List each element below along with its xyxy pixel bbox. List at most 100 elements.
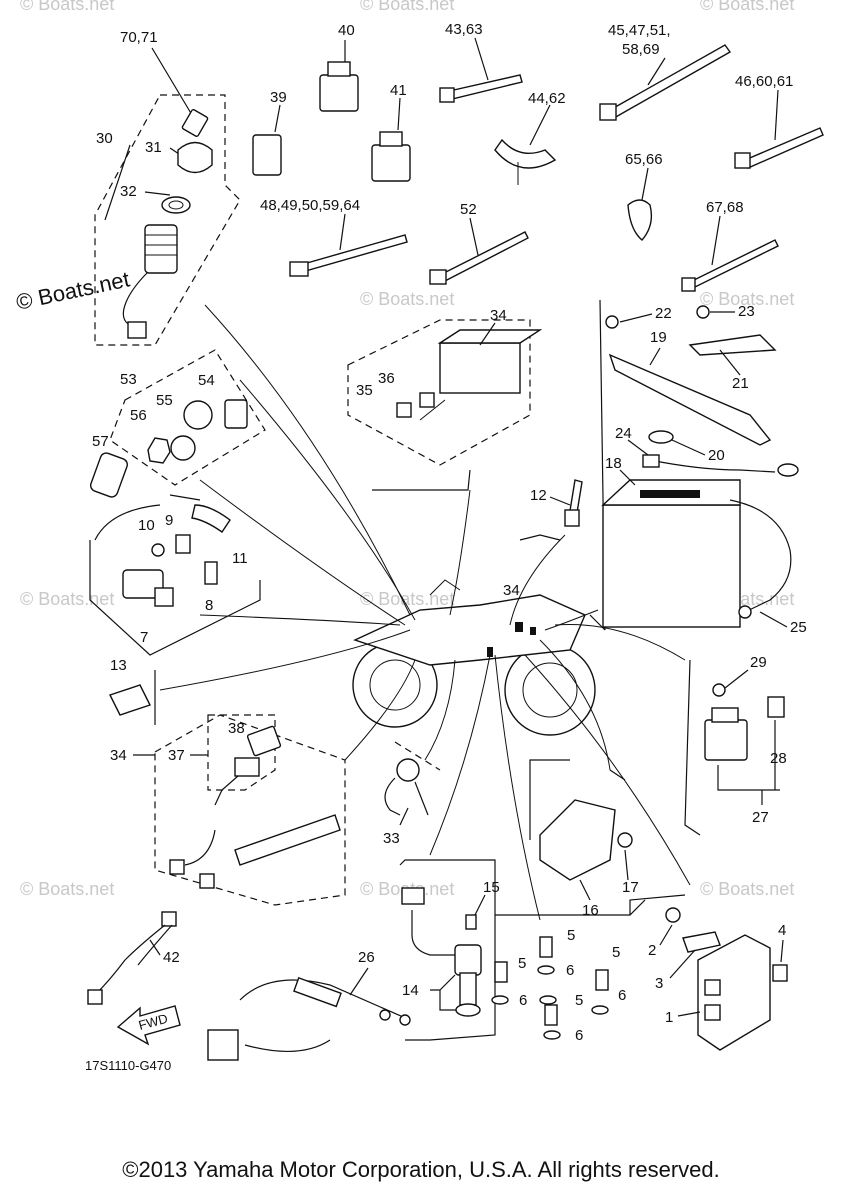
bolt-icon	[605, 315, 619, 329]
callout-label: 52	[460, 201, 477, 218]
callout-label: 44,62	[528, 90, 566, 107]
wire-harness-group: 34 37 38	[110, 714, 346, 906]
callout-label: 2	[648, 942, 656, 959]
callout-label: 5	[575, 992, 583, 1009]
callout-label: 10	[138, 517, 155, 534]
callout-label: 28	[770, 750, 787, 767]
callout-label: 43,63	[445, 21, 483, 38]
callout-label: 38	[228, 720, 245, 737]
cap-icon	[191, 504, 231, 533]
sensor-13-group: 13	[109, 657, 156, 725]
bolt-icon	[494, 961, 508, 983]
rectifier-group: 17 16	[529, 759, 639, 919]
callout-label: 65,66	[625, 151, 663, 168]
band-icon	[439, 231, 529, 283]
callout-label: 11	[232, 550, 248, 567]
washer-icon	[537, 965, 555, 975]
callout-label: 5	[518, 955, 526, 972]
watermark: © Boats.net	[20, 0, 114, 14]
key-head-icon	[177, 141, 213, 174]
bolt-icon	[617, 832, 633, 848]
main-switch-icon	[144, 224, 178, 274]
callout-label: 7	[140, 629, 148, 646]
band-icon	[444, 74, 523, 101]
callout-label: 15	[483, 879, 500, 896]
bolt-icon	[204, 561, 218, 585]
spark-plug-group: 12	[519, 479, 583, 541]
connector-icon	[234, 757, 260, 777]
callout-label: 32	[120, 183, 137, 200]
callout-label: 3	[655, 975, 663, 992]
fuse-box-group: 34 35 36	[347, 307, 543, 491]
fuse-icon	[396, 402, 412, 418]
band-icon	[299, 234, 408, 273]
callout-label: 9	[165, 512, 173, 529]
callout-label: 6	[575, 1027, 583, 1044]
callout-label: 17	[622, 879, 639, 896]
washer-icon	[151, 543, 165, 557]
rectifier-icon	[539, 799, 616, 881]
callout-label: 26	[358, 949, 375, 966]
socket-group: 53 54 55 56 57	[89, 349, 266, 498]
callout-label: 40	[338, 22, 355, 39]
fwd-arrow-icon	[116, 1005, 181, 1046]
bolt-icon	[544, 1004, 558, 1026]
atv-illustration: 34	[352, 579, 596, 736]
callout-label: 31	[145, 139, 162, 156]
diagram-code: 17S1110-G470	[85, 1058, 171, 1073]
bolt-icon	[539, 936, 553, 958]
bracket-icon	[688, 334, 777, 356]
watermark-primary: © Boats.net	[14, 266, 132, 314]
sensor-icon	[454, 944, 482, 976]
callout-label: 54	[198, 372, 215, 389]
callout-label: 6	[519, 992, 527, 1009]
terminal-icon	[399, 1014, 411, 1026]
starter-relay-icon	[704, 719, 748, 761]
callout-label: 39	[270, 89, 287, 106]
watermark: © Boats.net	[360, 289, 454, 309]
sender-group: 15 14 5 6 5 6 5 6 5 6	[399, 859, 646, 1044]
callout-label: 20	[708, 447, 725, 464]
bracket-icon	[682, 931, 721, 953]
callout-label: 45,47,51,	[608, 22, 671, 39]
watermark: © Boats.net	[20, 589, 114, 609]
nut-icon	[161, 196, 191, 214]
callout-label: 35	[356, 382, 373, 399]
connector-icon	[127, 321, 147, 339]
callout-label: 18	[605, 455, 622, 472]
connector-icon	[252, 134, 282, 176]
clamp-icon	[494, 138, 557, 169]
connector-icon	[772, 964, 788, 982]
copyright-text: ©2013 Yamaha Motor Corporation, U.S.A. A…	[122, 1157, 720, 1182]
harness-icon	[234, 814, 341, 866]
callout-label: 8	[205, 597, 213, 614]
nut-icon	[147, 437, 171, 464]
fwd-label: FWD	[137, 1011, 169, 1033]
callout-label: 70,71	[120, 29, 158, 46]
callout-label: 5	[612, 944, 620, 961]
relays-and-bands: 40 39 41 43,63 44,62 45,47,51, 58,69 46,…	[252, 21, 824, 292]
connector-icon	[246, 725, 282, 757]
callout-label: 34	[110, 747, 127, 764]
battery-icon	[602, 504, 741, 628]
battery-holder-icon	[608, 353, 772, 446]
fuse-icon	[419, 392, 435, 408]
ring-icon	[170, 435, 196, 461]
bolt-icon	[595, 969, 609, 991]
bolt-icon	[465, 914, 477, 930]
band-icon	[744, 127, 824, 169]
callout-label: 19	[650, 329, 667, 346]
leader-lines	[159, 304, 691, 921]
bolt-icon	[696, 305, 710, 319]
callout-label: 1	[665, 1009, 673, 1026]
watermark: © Boats.net	[700, 0, 794, 14]
callout-label: 37	[168, 747, 185, 764]
damper-icon	[648, 430, 674, 444]
callout-label: 23	[738, 303, 755, 320]
holder-icon	[627, 199, 653, 241]
key-icon	[181, 109, 209, 137]
callout-label: 48,49,50,59,64	[260, 197, 360, 214]
cdi-group: 2 3 4 1	[629, 894, 788, 1051]
callout-label: 21	[732, 375, 749, 392]
terminal-icon	[379, 1009, 391, 1021]
